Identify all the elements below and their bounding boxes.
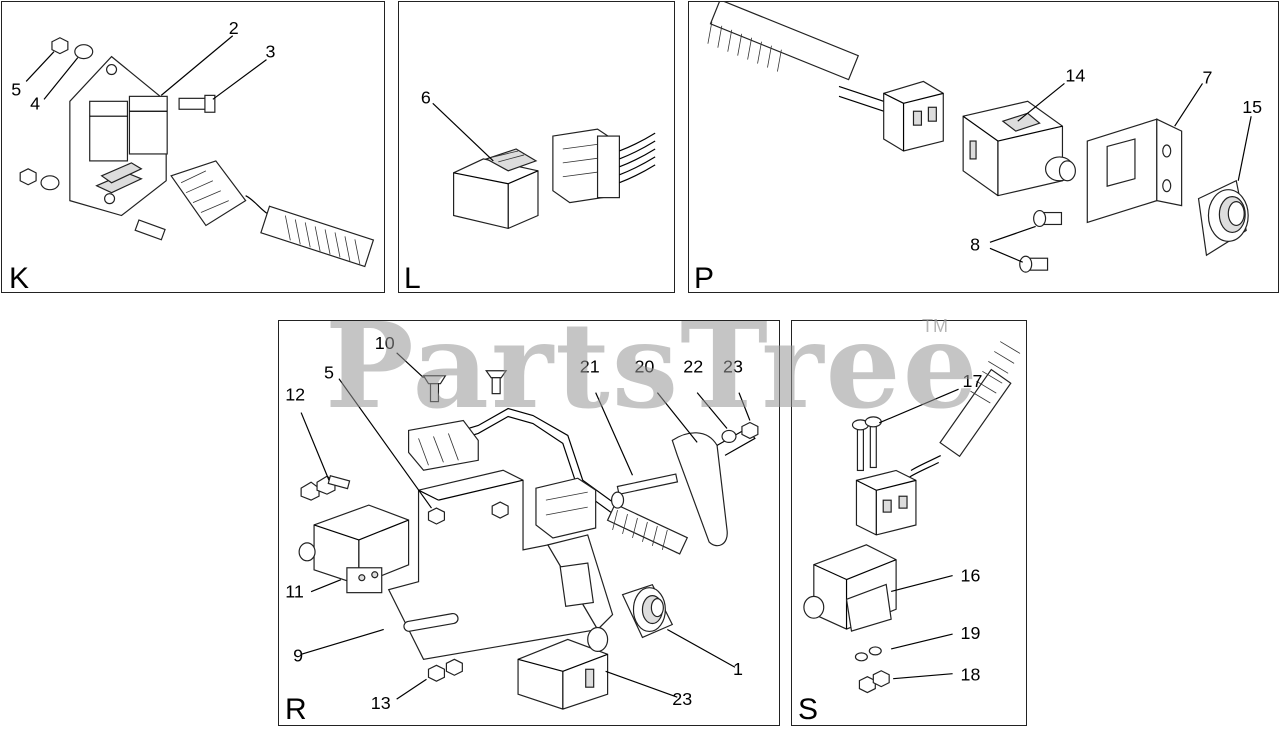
callout-16: 16 [961,566,981,586]
callout-7: 7 [1202,67,1212,87]
wire-harness-p [709,2,860,81]
nut-18a [858,676,876,694]
screw-17b [869,422,877,469]
panel-r-drawing: 10 5 12 21 20 22 23 11 9 1 13 23 [285,333,759,713]
screw-10a [422,375,447,385]
washer-4 [74,44,94,60]
callout-18: 18 [961,665,981,685]
relay-block-right [128,95,168,155]
callout-15: 15 [1242,97,1262,117]
bolt-21 [616,473,679,496]
relay-6 [453,158,539,230]
callout-11: 11 [285,582,304,602]
panel-s: 17 16 19 18 S [791,320,1027,726]
screw-17a [856,425,864,472]
nut-18b [872,670,890,688]
wire-harness-r [606,503,689,555]
panel-l-drawing: 6 [421,87,656,230]
callout-20: 20 [634,357,654,377]
panel-p: 14 7 15 8 P [688,1,1279,295]
callout-22: 22 [683,357,703,377]
nut-5 [51,37,69,55]
panel-k-drawing: 2 3 5 4 [11,18,375,268]
nut-23a [741,421,759,440]
panel-k-letter: K [9,262,30,295]
callout-6: 6 [421,87,431,107]
bolt-lower [134,219,166,241]
washer-19a [854,652,868,662]
callout-17: 17 [963,371,983,391]
panel-k: 2 3 5 4 K [1,1,385,295]
callout-23a: 23 [723,357,743,377]
screw-10b [485,370,508,379]
panel-r: 10 5 12 21 20 22 23 11 9 1 13 23 R [278,320,780,726]
callout-12: 12 [285,385,305,405]
callout-3: 3 [266,42,276,62]
callout-9: 9 [293,645,303,665]
panel-p-drawing: 14 7 15 8 [707,2,1262,273]
relay-block-left [89,100,129,162]
callout-1: 1 [733,659,743,679]
callout-10: 10 [375,333,395,353]
callout-23b: 23 [672,689,692,709]
panel-p-letter: P [694,262,715,295]
callout-5: 5 [11,79,21,99]
connector-upper [407,419,479,471]
trademark-mark: TM [922,316,948,336]
switch-14 [962,100,1064,197]
panel-s-letter: S [798,693,819,726]
wire-connector [170,160,247,227]
connector-lower [535,477,597,539]
callout-8: 8 [970,234,980,254]
panel-l-letter: L [404,262,421,295]
callout-5r: 5 [324,363,334,383]
washer-19b [868,646,882,656]
bolt-12a [300,481,320,501]
panel-s-drawing: 17 16 19 18 [803,341,1021,694]
nut-13b [445,658,463,676]
washer-22 [721,429,737,443]
panel-l: 6 L [398,1,675,295]
callout-21: 21 [580,357,600,377]
callout-4: 4 [30,93,40,113]
nut-13a [427,664,446,682]
bracket-20 [671,432,728,547]
callout-2: 2 [229,18,239,38]
panel-r-letter: R [285,693,307,726]
nut-5r [427,507,446,525]
callout-19: 19 [961,623,981,643]
callout-13: 13 [371,693,391,713]
callout-14: 14 [1065,65,1085,85]
switch-11 [313,504,410,586]
